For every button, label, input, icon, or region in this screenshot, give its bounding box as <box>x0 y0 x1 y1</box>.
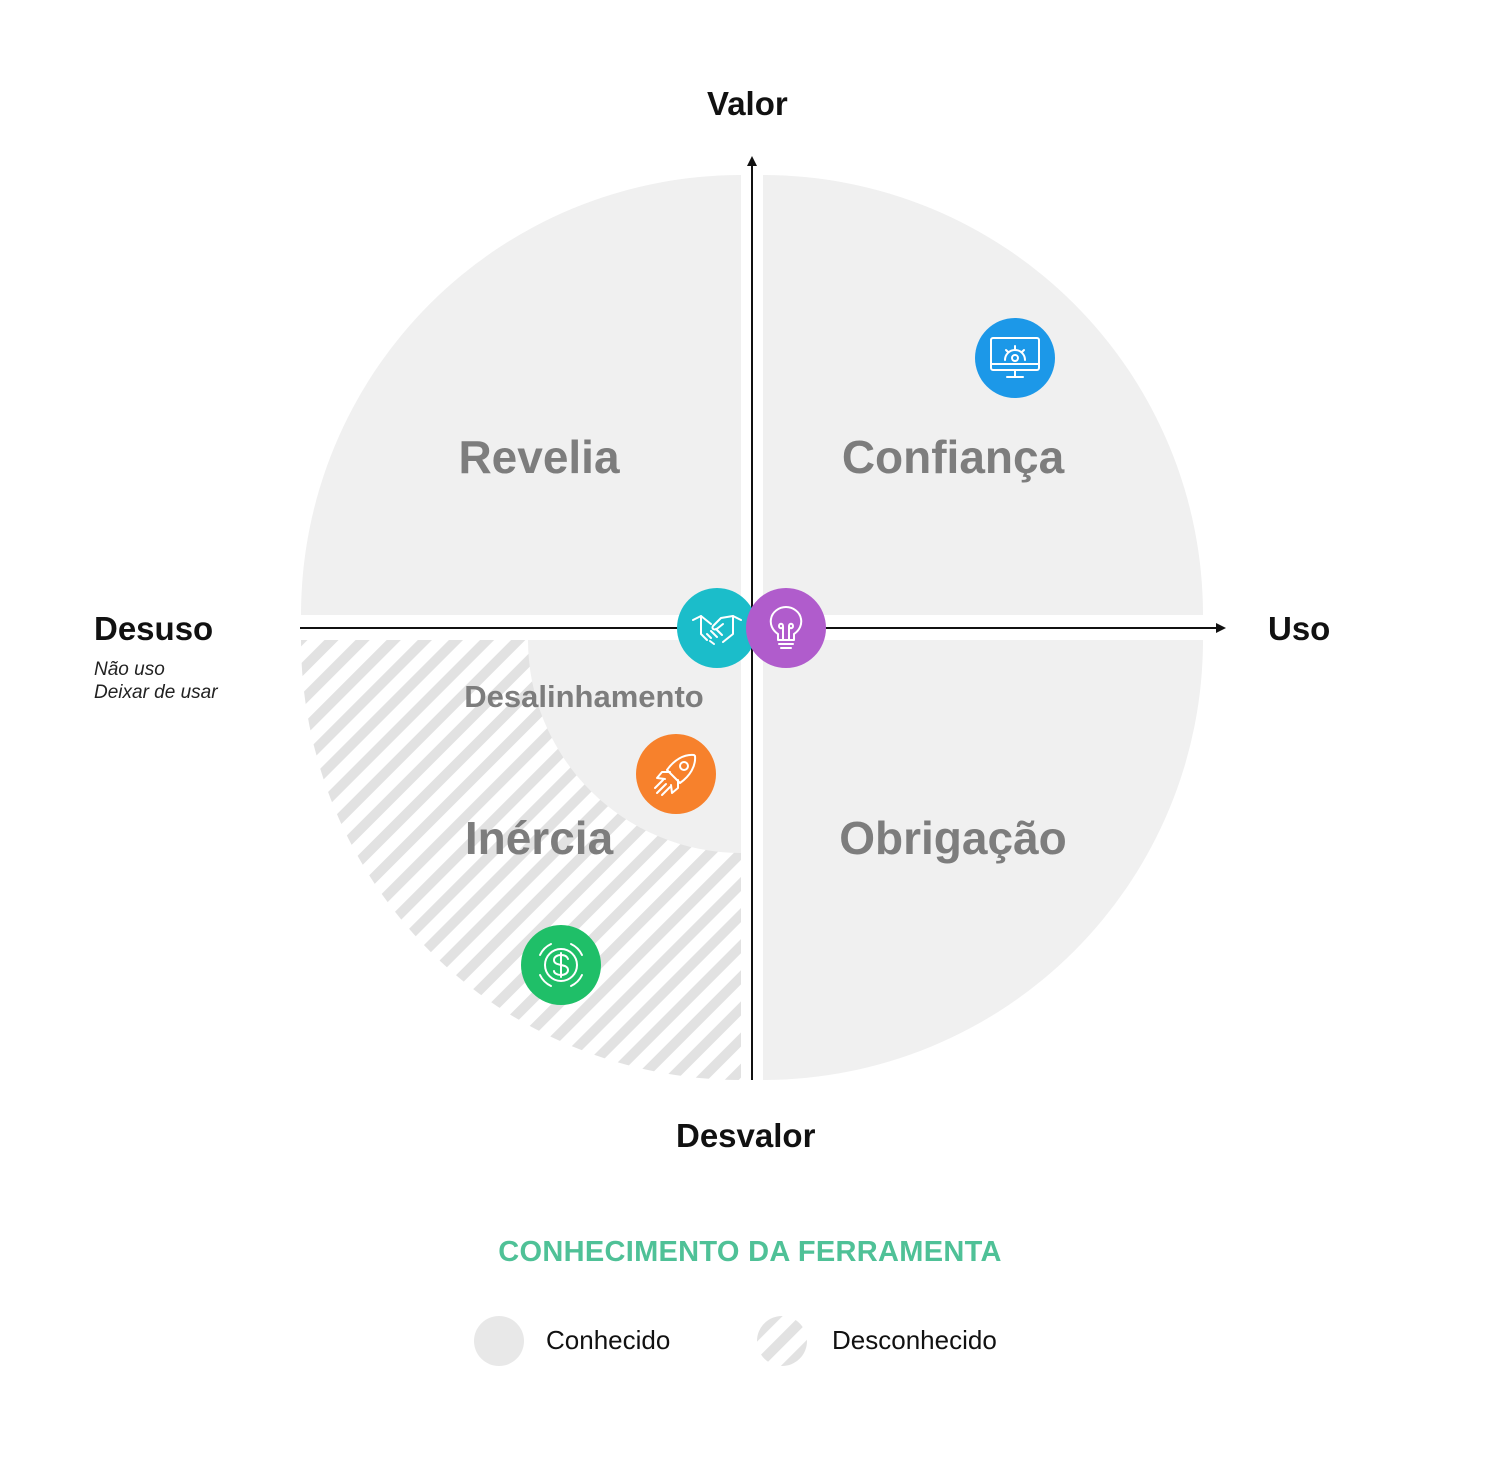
axis-label-right: Uso <box>1268 610 1331 647</box>
quadrant-label-confianca: Confiança <box>841 431 1065 483</box>
legend-known-label: Conhecido <box>546 1325 671 1355</box>
lightbulb-badge <box>746 588 826 668</box>
quadrant-top-right <box>763 175 1203 615</box>
lightbulb-icon <box>769 606 803 649</box>
handshake-icon <box>692 615 742 645</box>
axis-label-left-sub-2: Deixar de usar <box>94 682 218 703</box>
quadrant-label-inercia: Inércia <box>464 812 614 864</box>
rocket-icon <box>654 753 697 796</box>
legend-known-swatch <box>474 1316 524 1366</box>
handshake-badge <box>677 588 757 668</box>
axis-label-left: Desuso <box>94 610 214 647</box>
quadrant-label-obrigacao: Obrigação <box>839 812 1067 864</box>
axis-label-top: Valor <box>707 85 788 122</box>
quadrant-top-left <box>301 175 741 615</box>
rocket-badge <box>636 734 716 814</box>
legend-unknown-label: Desconhecido <box>832 1325 997 1355</box>
axis-label-bottom: Desvalor <box>676 1117 816 1154</box>
quadrant-bottom-right <box>763 640 1203 1080</box>
quadrant-label-desalinhamento: Desalinhamento <box>464 679 704 714</box>
monitor-gear-badge <box>975 318 1055 398</box>
dollar-badge <box>521 925 601 1005</box>
monitor-gear-icon <box>990 337 1040 378</box>
quadrant-label-revelia: Revelia <box>458 431 620 483</box>
dollar-icon <box>539 943 583 987</box>
legend-unknown-swatch <box>757 1316 807 1366</box>
axis-label-left-sub-1: Não uso <box>94 659 165 680</box>
legend-title: CONHECIMENTO DA FERRAMENTA <box>498 1236 1002 1268</box>
